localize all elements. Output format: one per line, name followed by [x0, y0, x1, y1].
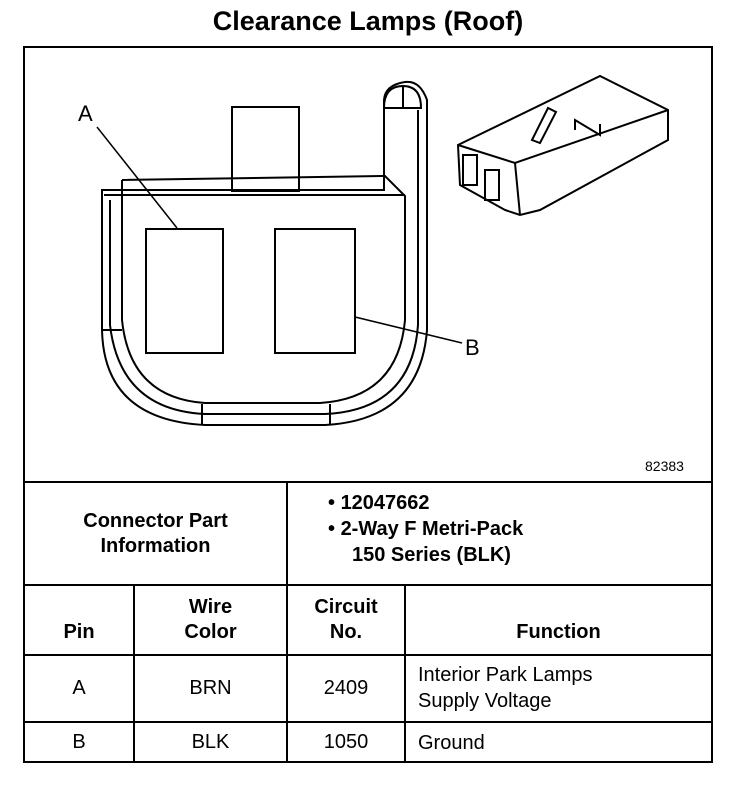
row-b-function: Ground — [418, 732, 485, 754]
connector-info-list: • 12047662 • 2-Way F Metri-Pack 150 Seri… — [328, 490, 523, 568]
header-function: Function — [516, 621, 601, 643]
leader-line-b — [354, 316, 463, 344]
connector-info-item: 150 Series (BLK) — [352, 544, 511, 566]
row-b-pin: B — [72, 730, 86, 753]
connector-info-label-line: Information — [100, 534, 211, 557]
connector-info-label: Connector Part Information — [24, 482, 287, 585]
row-b-circuit: 1050 — [323, 730, 369, 753]
row-a-pin: A — [72, 677, 86, 699]
pin-label-a: A — [78, 101, 93, 126]
connector-face-icon — [96, 80, 463, 426]
header-pin: Pin — [63, 621, 95, 643]
page-title: Clearance Lamps (Roof) — [212, 6, 524, 36]
connector-info-item: • 12047662 — [328, 492, 430, 514]
leader-line-a — [96, 126, 178, 229]
connector-3d-icon — [456, 74, 669, 217]
row-b-wire-color: BLK — [191, 730, 230, 753]
figure-number: 82383 — [645, 458, 684, 474]
outer-frame — [23, 46, 713, 763]
connector-info-item: • 2-Way F Metri-Pack — [328, 518, 524, 540]
pin-label-b: B — [465, 335, 480, 360]
row-a-wire-color: BRN — [189, 677, 232, 699]
row-a-circuit: 2409 — [323, 677, 369, 699]
connector-info-label-line: Connector Part — [83, 509, 228, 532]
